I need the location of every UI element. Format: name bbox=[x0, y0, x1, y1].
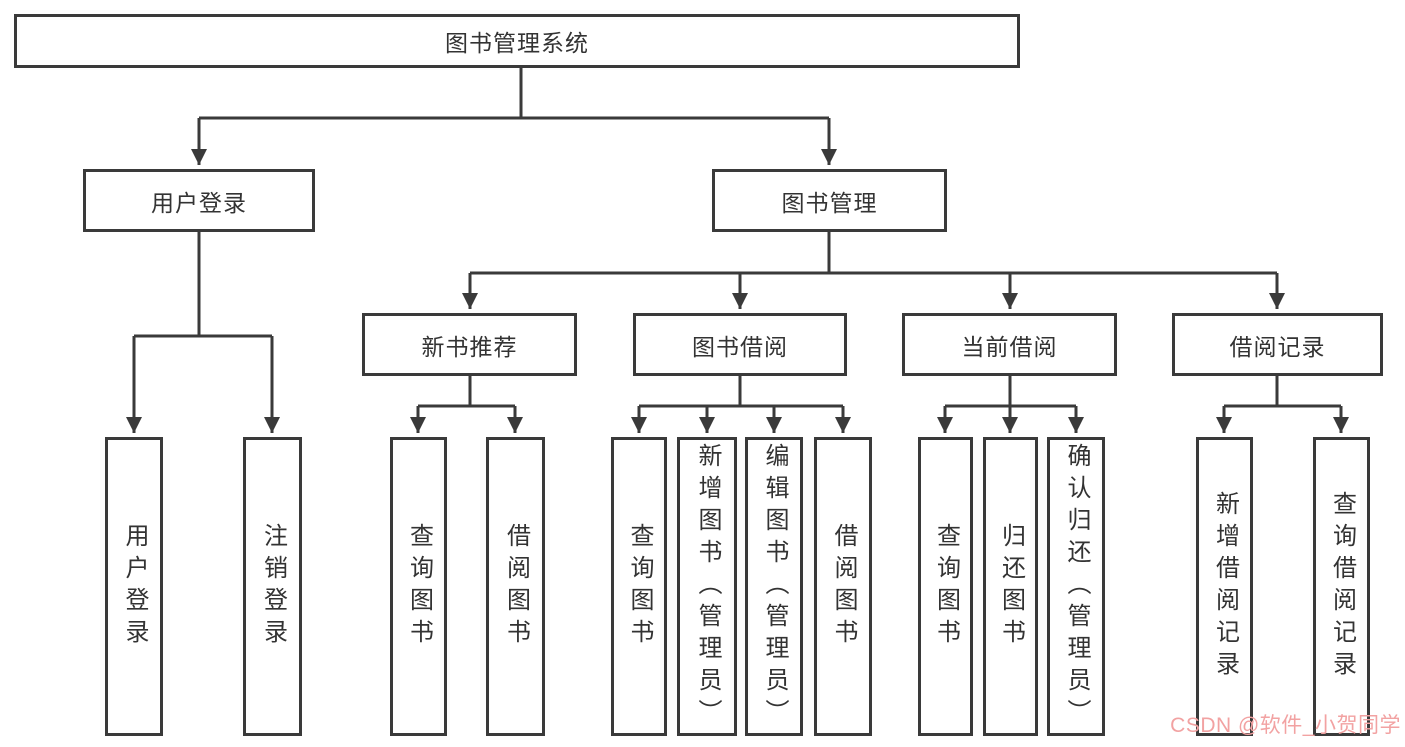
connector-rails bbox=[134, 68, 1341, 408]
leaf-user-login: 用户登录 bbox=[105, 437, 163, 736]
node-borrow-records: 借阅记录 bbox=[1172, 313, 1383, 376]
leaf-borrow-books-recommend-label: 借阅图书 bbox=[502, 522, 530, 651]
leaf-add-borrow-record: 新增借阅记录 bbox=[1196, 437, 1253, 736]
node-user-login-label: 用户登录 bbox=[151, 189, 247, 216]
node-borrow-records-label: 借阅记录 bbox=[1229, 333, 1326, 360]
leaf-logout: 注销登录 bbox=[243, 437, 302, 736]
node-current-borrow: 当前借阅 bbox=[902, 313, 1117, 376]
leaf-query-borrow-record-label: 查询借阅记录 bbox=[1328, 490, 1356, 683]
leaf-borrow-books: 借阅图书 bbox=[814, 437, 872, 736]
leaf-logout-label: 注销登录 bbox=[259, 522, 287, 651]
node-current-borrow-label: 当前借阅 bbox=[961, 333, 1058, 360]
leaf-query-books-borrow: 查询图书 bbox=[611, 437, 667, 736]
node-root-label: 图书管理系统 bbox=[445, 30, 589, 56]
leaf-borrow-books-label: 借阅图书 bbox=[830, 522, 857, 651]
node-book-borrow-label: 图书借阅 bbox=[692, 333, 788, 360]
node-user-login: 用户登录 bbox=[83, 169, 315, 232]
node-new-book-recommend: 新书推荐 bbox=[362, 313, 577, 376]
leaf-add-books-admin-label: 新增图书（管理员） bbox=[694, 442, 721, 731]
watermark-text: CSDN @软件_小贺同学 bbox=[1170, 714, 1401, 737]
leaf-edit-books-admin-label: 编辑图书（管理员） bbox=[761, 442, 788, 731]
leaf-query-books-recommend: 查询图书 bbox=[390, 437, 447, 736]
leaf-borrow-books-recommend: 借阅图书 bbox=[486, 437, 545, 736]
leaf-query-books-current: 查询图书 bbox=[918, 437, 973, 736]
node-book-borrow: 图书借阅 bbox=[633, 313, 847, 376]
leaf-return-books-label: 归还图书 bbox=[997, 522, 1025, 651]
leaf-add-borrow-record-label: 新增借阅记录 bbox=[1211, 490, 1239, 683]
leaf-confirm-return-admin-label: 确认归还（管理员） bbox=[1063, 442, 1090, 731]
node-book-management-label: 图书管理 bbox=[781, 189, 878, 216]
leaf-user-login-label: 用户登录 bbox=[121, 522, 148, 651]
node-root: 图书管理系统 bbox=[14, 14, 1020, 68]
leaf-query-books-recommend-label: 查询图书 bbox=[405, 522, 433, 651]
node-new-book-recommend-label: 新书推荐 bbox=[421, 333, 518, 360]
leaf-add-books-admin: 新增图书（管理员） bbox=[677, 437, 737, 736]
leaf-query-books-current-label: 查询图书 bbox=[932, 522, 960, 651]
node-book-management: 图书管理 bbox=[712, 169, 947, 232]
leaf-query-borrow-record: 查询借阅记录 bbox=[1313, 437, 1370, 736]
leaf-confirm-return-admin: 确认归还（管理员） bbox=[1047, 437, 1105, 736]
connector-arrows bbox=[126, 118, 1349, 433]
leaf-return-books: 归还图书 bbox=[983, 437, 1038, 736]
leaf-query-books-borrow-label: 查询图书 bbox=[626, 522, 653, 651]
leaf-edit-books-admin: 编辑图书（管理员） bbox=[745, 437, 803, 736]
